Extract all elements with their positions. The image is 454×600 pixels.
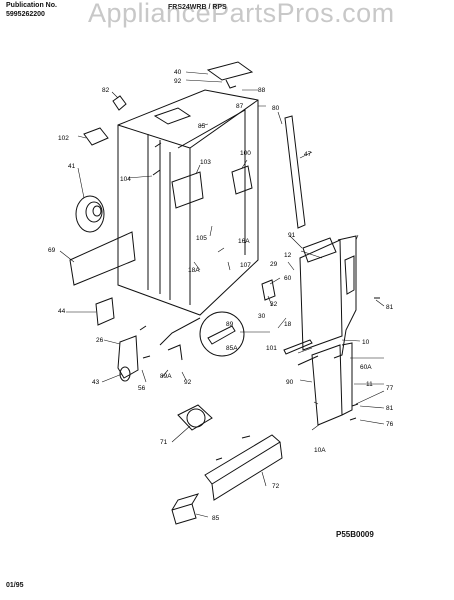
control-box [153,107,192,125]
top-cover-cap [225,79,237,89]
callout-29a: 29 [270,261,278,268]
footer-date: 01/95 [6,582,24,589]
door-panel [299,239,343,351]
callout-89: 89 [226,321,234,328]
callout-89a: 89A [160,373,172,380]
bracket-82 [112,95,127,111]
publication-label: Publication No. [6,2,57,9]
door-strip [344,255,355,295]
callout-labels: 40 82 92 88 87 80 47 102 85 100 103 104 … [48,69,394,522]
callout-11: 11 [366,381,373,388]
callout-81a: 81 [386,304,394,311]
callout-82a: 82 [102,87,110,94]
callout-85b: 85 [212,515,220,522]
gasket-47 [284,115,306,229]
callout-77: 77 [386,385,394,392]
callout-41: 41 [68,163,76,170]
callout-10: 10 [362,339,370,346]
duct-41-inner [85,201,103,223]
callout-76: 76 [386,421,394,428]
callout-90: 90 [286,379,294,386]
lower-door-edge [341,342,353,416]
callout-60a-top: 60A [360,364,372,371]
model-title: FRS24WRB / RPS [168,4,227,11]
callout-18: 18 [284,321,292,328]
cabinet-inner [169,109,246,300]
callout-43: 43 [92,379,100,386]
callout-103: 103 [200,159,211,166]
callout-104: 104 [120,176,131,183]
callout-92a: 92 [174,78,182,85]
part-71-detail [186,408,206,428]
top-cover [206,61,254,81]
detail-circle [199,311,245,357]
drawing-number: P55B0009 [336,530,374,539]
callout-60: 60 [284,275,292,282]
callout-16a: 16A [238,238,250,245]
cabinet-front-edge [117,124,191,305]
callout-56: 56 [138,385,146,392]
callout-80: 80 [272,105,280,112]
callout-85a-detail: 85A [226,345,238,352]
callout-32: 32 [270,301,278,308]
hinge-30 [261,279,276,301]
callout-30: 30 [258,313,266,320]
part-102 [83,127,109,146]
publication-number: 5995262200 [6,10,45,18]
part-85-lower [171,503,197,525]
callout-18a: 18A [188,267,200,274]
leveler-wheel [119,366,131,382]
duct-41-core [92,205,102,217]
callout-85a: 85 [198,123,206,130]
door-handle [333,235,357,359]
duct-41 [75,195,105,233]
callout-44: 44 [58,308,66,315]
callout-69: 69 [48,247,56,254]
callout-88: 88 [258,87,266,94]
callout-100: 100 [240,150,251,157]
callout-91: 91 [288,232,296,239]
part-100 [231,165,253,195]
trim-101 [283,339,313,355]
callout-72: 72 [272,483,280,490]
wire-harness [159,317,201,361]
vent-103 [171,171,204,209]
cabinet-body [117,89,259,316]
hinge-44 [95,297,115,326]
publication-block: Publication No. 5995262200 [6,2,57,19]
callout-105: 105 [196,235,207,242]
panel-69 [69,231,136,286]
part-71 [177,404,213,431]
cabinet-divider [147,134,161,294]
door-hinge-bracket [302,237,337,263]
part-85-lower-top [171,493,200,511]
callout-10a: 10A [314,447,326,454]
callout-71: 71 [160,439,168,446]
callout-92b: 92 [184,379,192,386]
detail-part [207,325,236,345]
callout-12: 12 [284,252,292,259]
leveler-43 [117,335,139,379]
callout-101: 101 [266,345,277,352]
screws [139,142,380,461]
callout-102: 102 [58,135,69,142]
callout-81b: 81 [386,405,394,412]
trim-90 [297,355,319,366]
callout-87: 87 [236,103,244,110]
watermark: AppliancePartsPros.com [88,0,395,28]
kickplate-72-face [211,441,283,501]
callout-107: 107 [240,262,251,269]
callout-47: 47 [304,151,312,158]
callout-40: 40 [174,69,182,76]
callout-26: 26 [96,337,104,344]
cabinet-top [189,99,259,149]
